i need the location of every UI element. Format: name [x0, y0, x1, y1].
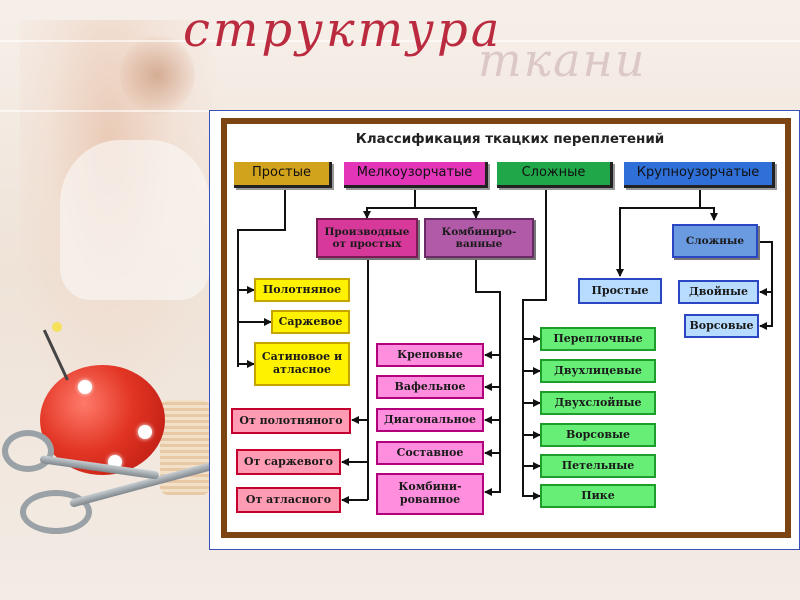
simple-item: Полотняное — [254, 278, 350, 302]
category-complex: Сложные — [497, 162, 613, 188]
large-complex-item: Двойные — [678, 280, 759, 304]
large-group-simple: Простые — [578, 278, 662, 304]
derived-item: От саржевого — [236, 449, 341, 475]
background-stripe — [0, 40, 800, 42]
background-photo-dress — [60, 140, 210, 300]
group-derived: Производные от простых — [316, 218, 418, 258]
group-combined: Комбиниро-ванные — [424, 218, 534, 258]
large-complex-item: Ворсовые — [684, 314, 759, 338]
flower-decoration — [138, 425, 152, 439]
title-word-fabric: ткани — [478, 33, 647, 87]
background-photo-head — [120, 35, 195, 115]
simple-item: Сатиновое и атласное — [254, 342, 350, 386]
category-small-pattern: Мелкоузорчатые — [344, 162, 488, 188]
derived-item: От полотняного — [231, 408, 351, 434]
derived-item: От атласного — [236, 487, 341, 513]
combined-item: Составное — [376, 441, 484, 465]
complex-item: Ворсовые — [540, 423, 656, 447]
combined-item: Комбини-рованное — [376, 473, 484, 515]
complex-item: Двухслойные — [540, 391, 656, 415]
scissors-handle-icon — [2, 430, 54, 472]
combined-item: Вафельное — [376, 375, 484, 399]
large-group-complex: Сложные — [672, 224, 758, 258]
pincushion-image — [40, 365, 165, 475]
category-large-pattern: Крупноузорчатые — [624, 162, 775, 188]
complex-item: Петельные — [540, 454, 656, 478]
complex-item: Двухлицевые — [540, 359, 656, 383]
simple-item: Саржевое — [271, 310, 350, 334]
combined-item: Креповые — [376, 343, 484, 367]
diagram-heading: Классификация ткацких переплетений — [355, 131, 665, 147]
combined-item: Диагональное — [376, 408, 484, 432]
title-word-structure: структура — [183, 2, 503, 58]
scissors-handle-icon — [20, 490, 92, 534]
complex-item: Пике — [540, 484, 656, 508]
complex-item: Переплочные — [540, 327, 656, 351]
pin-head-icon — [52, 322, 62, 332]
flower-decoration — [78, 380, 92, 394]
category-simple: Простые — [234, 162, 332, 188]
